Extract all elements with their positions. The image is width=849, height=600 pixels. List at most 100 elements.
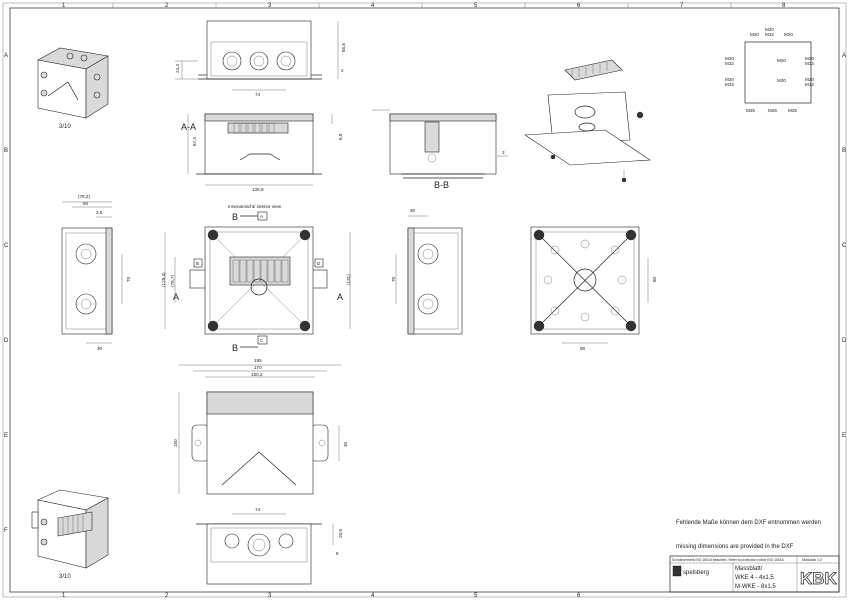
section-a-right: A	[337, 292, 343, 302]
col-5-bottom: 5	[474, 593, 478, 599]
col-2: 2	[165, 3, 169, 9]
front-view-top: 74 24,4 65,8 2	[175, 20, 346, 97]
side-view-right: 30 70	[391, 208, 463, 335]
gland-right-upper-1: M20	[805, 56, 814, 61]
section-b-top: B	[232, 212, 238, 222]
gland-center-lower: M20	[777, 78, 786, 83]
watermark: KBK	[800, 569, 838, 588]
row-d-right: D	[842, 338, 847, 344]
col-3-bottom: 3	[268, 593, 272, 599]
notes: Fehlende Maße können dem DXF entnommen w…	[676, 520, 821, 550]
iso-view-open: 3/10	[31, 489, 109, 580]
section-aa-label: A-A	[181, 122, 196, 132]
col-3: 3	[268, 3, 272, 9]
iso-view-closed: 3/10	[37, 47, 109, 130]
front-view-bottom: 74 20,9 8	[196, 507, 343, 585]
gland-top-right: M20	[784, 32, 793, 37]
interior-height-1: (129,4)	[161, 272, 166, 287]
gland-layout: M20 M32 M20 M20 M20 M32 M20 M32 M20 M32 …	[725, 27, 814, 113]
note-english: missing dimensions are provided in the D…	[676, 544, 794, 550]
gland-bottom-left: M25	[746, 108, 755, 113]
col-8: 8	[782, 3, 786, 9]
section-aa-right: 6,8	[338, 133, 343, 140]
lid-view: 195 170 150,2 150 30	[173, 358, 348, 495]
bottom-right-dim: 80	[652, 276, 657, 282]
gland-left-lower-2: M32	[725, 82, 734, 87]
gland-right-lower-1: M20	[805, 77, 814, 82]
right-top-dim: 30	[410, 208, 416, 213]
lid-mid-dim: 170	[254, 365, 262, 370]
col-4-bottom: 4	[371, 593, 375, 599]
row-d: D	[4, 338, 9, 344]
gland-left-upper-2: M32	[725, 61, 734, 66]
iso-scale-bottom: 3/10	[59, 574, 71, 580]
section-a-a: A-A 67,3 136,9 6,8	[181, 113, 343, 192]
exploded-bracket-view	[524, 59, 651, 183]
row-b: B	[4, 148, 8, 154]
lid-right-dim: 30	[343, 441, 348, 447]
side-view-left: (78,2) 50 2,6 70 30	[61, 194, 131, 351]
left-mid-dim: 70	[126, 276, 131, 282]
gland-bottom-mid: M25	[768, 108, 777, 113]
brand-name: spelsberg	[683, 570, 709, 576]
top-right-dim: 65,8	[341, 43, 346, 52]
row-e-right: E	[842, 433, 846, 439]
gland-top-lower: M32	[765, 32, 774, 37]
left-bottom-dim: 30	[97, 346, 103, 351]
col-2-bottom: 2	[165, 593, 169, 599]
section-bb-label: B-B	[434, 180, 449, 190]
section-aa-width: 136,9	[252, 187, 264, 192]
row-e: E	[4, 433, 8, 439]
row-a: A	[4, 53, 8, 59]
section-aa-height: 67,3	[192, 137, 197, 146]
gland-center-upper: M20	[777, 58, 786, 63]
col-5: 5	[474, 3, 478, 9]
bottom-bottom-dim: 80	[580, 346, 586, 351]
front-bottom-right-1: 20,9	[338, 529, 343, 538]
tag-c: C	[260, 338, 264, 343]
section-b-b: B-B 3	[372, 109, 508, 190]
interior-height-2: (78,7)	[170, 275, 175, 287]
gland-left-upper-1: M20	[725, 56, 734, 61]
row-c-right: C	[842, 243, 847, 249]
gland-right-upper-2: M32	[805, 61, 814, 66]
note-german: Fehlende Maße können dem DXF entnommen w…	[676, 520, 821, 526]
interior-view: Innenansicht/ interior view B B A A A C …	[161, 204, 351, 353]
top-width-dim: 74	[255, 92, 261, 97]
top-height-dim: 24,4	[175, 64, 180, 73]
column-markers: 1 2 3 4 5 6 7 8 1 2 3 4 5 6	[62, 3, 786, 599]
iso-scale-top: 3/10	[59, 124, 71, 130]
gland-top-left: M20	[750, 32, 759, 37]
row-markers: A B C D E F A B C D E	[4, 53, 847, 534]
left-top-dim-1: (78,2)	[78, 194, 90, 199]
gland-left-lower-1: M20	[725, 77, 734, 82]
front-bottom-right-2: 8	[336, 551, 339, 556]
tag-b: B	[196, 261, 199, 266]
title-block: Schutzvermerk ISO 16016 beachten. Refer …	[669, 555, 840, 593]
row-f: F	[4, 528, 8, 534]
col-4: 4	[371, 3, 375, 9]
tag-d: D	[317, 261, 321, 266]
col-7: 7	[680, 3, 684, 9]
bottom-view: 80 80	[530, 226, 657, 351]
section-b-bottom: B	[232, 343, 238, 353]
sheet-scale: Maßstab 1:2	[802, 558, 822, 562]
brand-logo	[672, 565, 682, 577]
col-6-bottom: 6	[577, 593, 581, 599]
col-1: 1	[62, 3, 66, 9]
col-6: 6	[577, 3, 581, 9]
row-a-right: A	[842, 53, 846, 59]
interior-right-dim: (131)	[346, 274, 351, 285]
front-bottom-top-dim: 74	[255, 507, 261, 512]
left-top-dim-2: 50	[83, 201, 89, 206]
row-b-right: B	[842, 148, 846, 154]
lid-left-dim: 150	[173, 439, 178, 447]
col-1-bottom: 1	[62, 593, 66, 599]
title-line-1: Massblatt/	[735, 566, 763, 572]
left-top-dim-3: 2,6	[96, 210, 103, 215]
section-a-left: A	[173, 292, 179, 302]
gland-top-upper: M20	[765, 27, 774, 32]
row-c: C	[4, 243, 9, 249]
